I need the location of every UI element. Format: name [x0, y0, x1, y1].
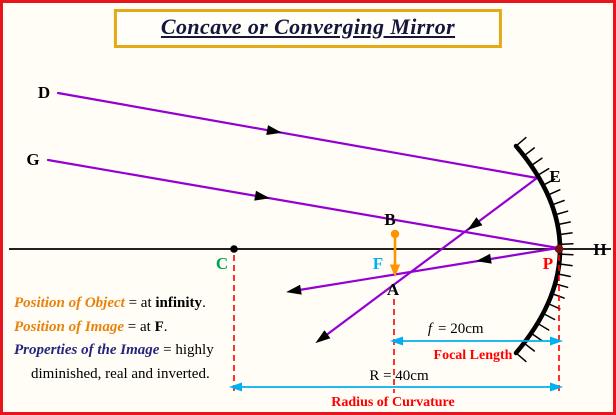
point-b-dot: [390, 229, 400, 239]
label-a: A: [387, 280, 400, 299]
image-arrow: [389, 229, 401, 277]
measure-arrowhead-right: [550, 382, 563, 392]
title-banner: Concave or Converging Mirror: [113, 9, 503, 48]
center-of-curvature-dot: [230, 245, 238, 253]
note-object-label: Position of Object: [14, 295, 125, 311]
note-properties-label: Properties of the Image: [14, 342, 160, 358]
image-arrowhead: [389, 264, 401, 277]
measure-arrowhead-left: [390, 336, 403, 346]
note-image-strong: F: [154, 318, 164, 335]
note-image-pre: = at: [124, 318, 155, 335]
ray-arrowhead: [315, 330, 331, 344]
ray-arrowheads: [254, 125, 492, 344]
focal-length-measure: f = 20cm Focal Length: [390, 321, 563, 363]
mirror-hatching: [517, 136, 574, 363]
label-c: C: [216, 254, 228, 273]
label-p: P: [543, 254, 553, 273]
incident-ray-1: [56, 91, 539, 180]
note-image-properties: Properties of the Image = highly diminis…: [14, 339, 248, 386]
ray-arrowhead: [254, 190, 270, 201]
notes-panel: Position of Object = at infinity. Positi…: [14, 292, 248, 386]
label-b: B: [384, 210, 395, 229]
note-image-position: Position of Image = at F.: [14, 316, 248, 340]
note-image-label: Position of Image: [14, 318, 125, 335]
note-properties-rest: diminished, real and inverted.: [31, 365, 210, 382]
note-object-pre: = at: [124, 295, 156, 311]
radius-value: R = 40cm: [369, 368, 429, 384]
measure-arrowhead-left: [229, 382, 242, 392]
label-g: G: [26, 150, 39, 169]
ray-arrowhead: [286, 284, 302, 295]
reflected-ray-1: [319, 176, 539, 341]
page-title: Concave or Converging Mirror: [160, 14, 456, 39]
label-f: F: [373, 254, 383, 273]
label-h: H: [593, 240, 606, 259]
radius-caption: Radius of Curvature: [331, 395, 454, 410]
label-d: D: [38, 83, 50, 102]
dashed-guides: [233, 255, 560, 393]
ray-arrowhead: [467, 217, 483, 231]
ray-arrowhead: [476, 253, 492, 264]
note-object-position: Position of Object = at infinity.: [14, 292, 248, 316]
note-object-strong: infinity: [155, 295, 203, 311]
mirror-ray-diagram: f = 20cm Focal Length R = 40cm Radius of…: [9, 83, 611, 410]
radius-of-curvature-measure: R = 40cm Radius of Curvature: [229, 368, 563, 410]
pole-dot: [554, 244, 564, 254]
note-object-post: .: [202, 295, 206, 311]
focal-length-caption: Focal Length: [434, 348, 513, 363]
focal-length-value: = 20cm: [438, 321, 484, 337]
label-e: E: [549, 167, 560, 186]
measure-arrowhead-right: [550, 336, 563, 346]
light-rays: [46, 91, 560, 341]
ray-arrowhead: [266, 125, 282, 136]
reflected-ray-2: [291, 246, 560, 293]
focal-length-symbol: f: [428, 321, 434, 337]
note-properties-pre: = highly: [159, 342, 214, 358]
incident-ray-2: [46, 158, 560, 250]
note-image-post: .: [163, 318, 168, 335]
